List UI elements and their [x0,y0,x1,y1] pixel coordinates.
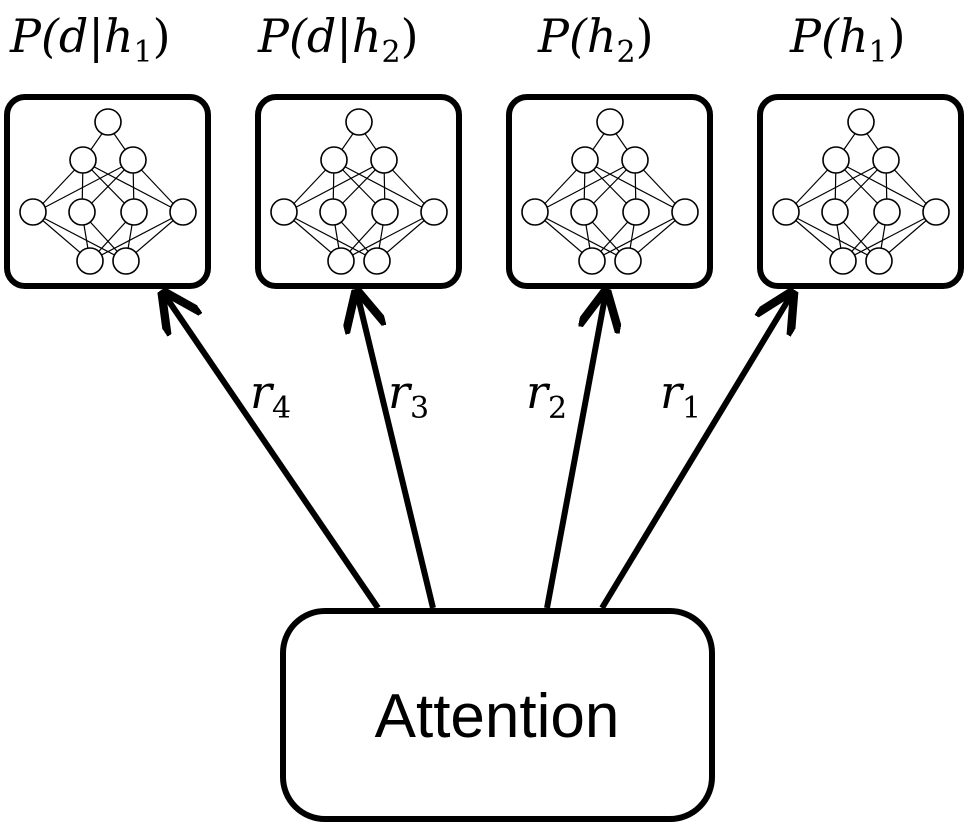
arrow-label-r4: r4 [250,365,291,426]
module-2-label: P(d|h2) [257,9,419,70]
module-1-box [4,94,211,289]
module-3: P(h2) [506,9,713,289]
module-4: P(h1) [757,9,964,289]
arrow-r2 [544,297,605,609]
module-3-label: P(h2) [537,9,654,70]
neural-network-icon [772,108,950,275]
neural-network-icon [521,108,699,275]
neural-network-icon [19,108,197,275]
module-4-box [757,94,964,289]
arrow-label-r2: r2 [526,365,567,426]
arrow-label-r1: r1 [660,365,701,426]
module-4-label: P(h1) [789,9,906,70]
attention-label: Attention [375,682,620,751]
attention-box [280,608,715,822]
attention-module: Attention [280,608,715,822]
module-2: P(d|h2) [255,9,462,289]
arrows [166,297,790,610]
module-1: P(d|h1) [4,9,211,289]
arrow-r1 [599,297,790,610]
neural-network-icon [270,108,448,275]
arrow-r3 [358,297,436,609]
arrow-label-r3: r3 [388,365,429,426]
arrow-r4 [166,297,381,610]
module-1-label: P(d|h1) [9,9,171,70]
